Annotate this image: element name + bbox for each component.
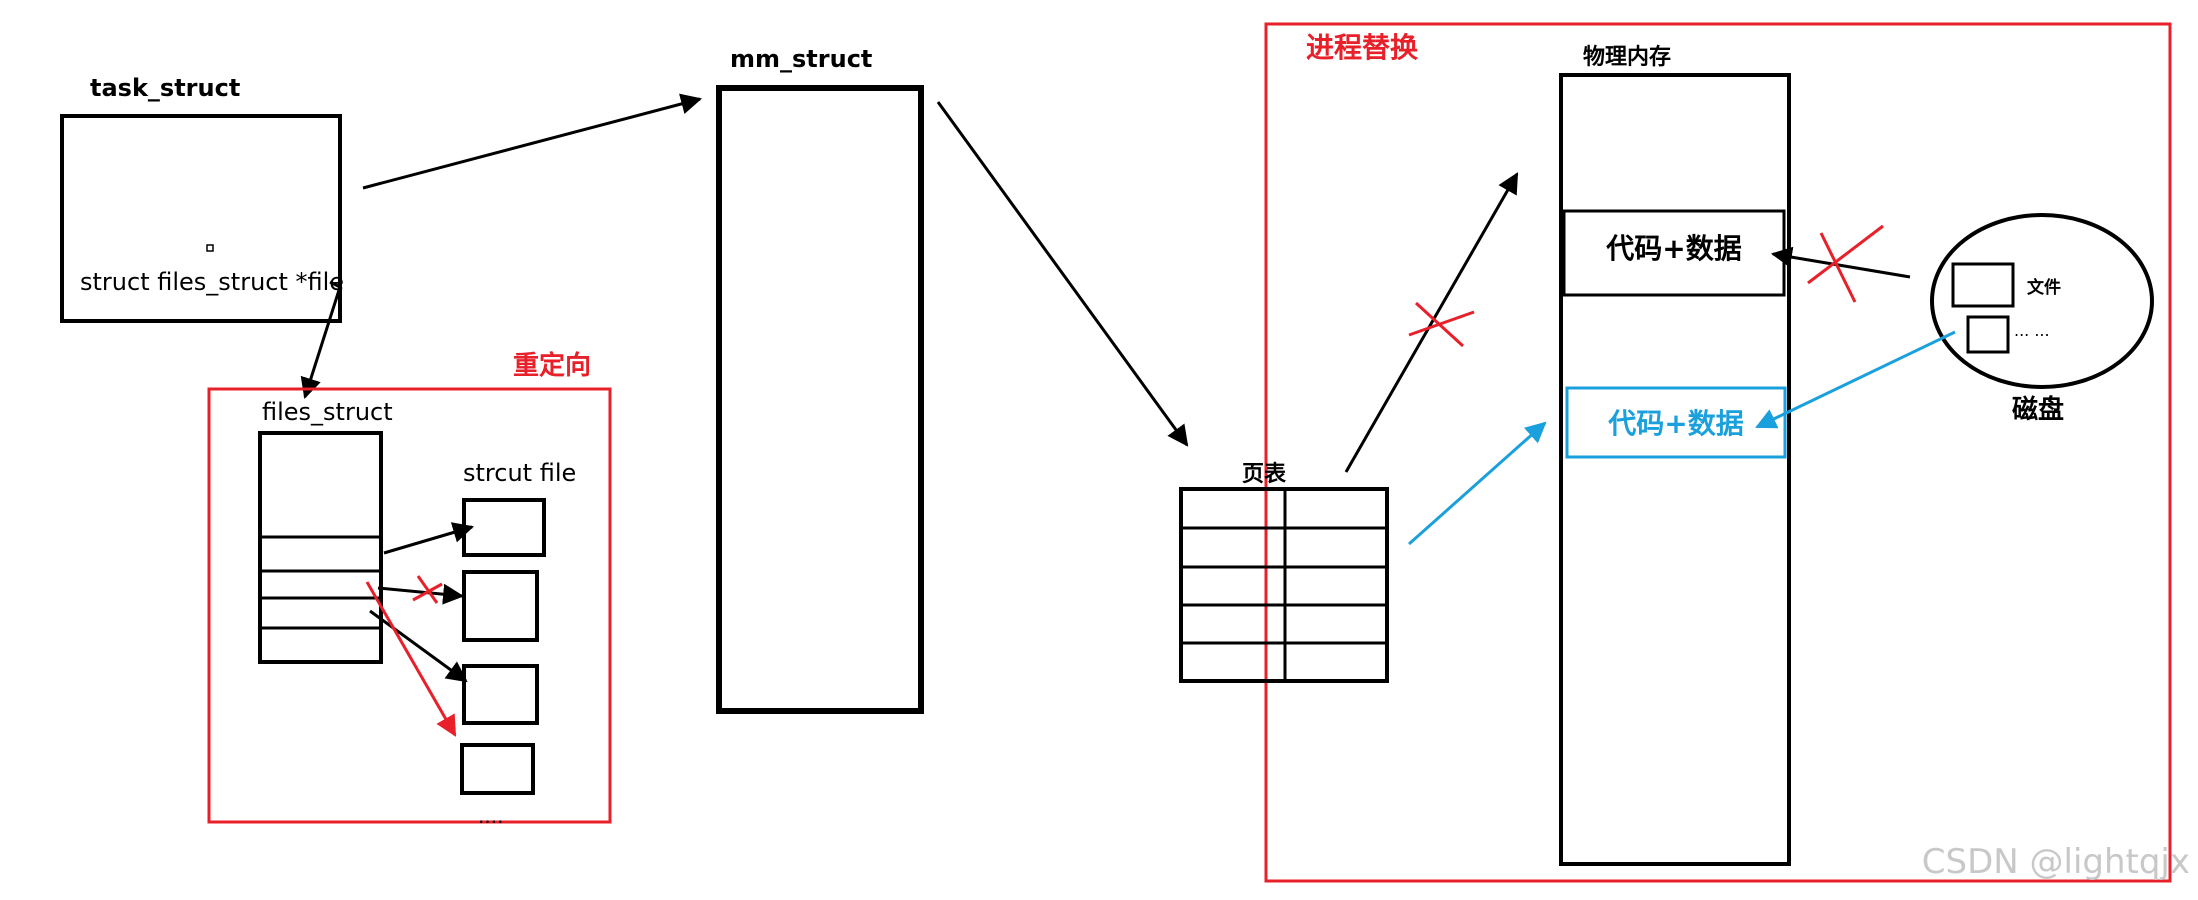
files-struct-title: files_struct [262,398,393,426]
redirect-title: 重定向 [513,350,591,381]
struct-file-title: strcut file [463,459,576,487]
code-data-block-new [1565,386,1787,459]
physical-memory-title: 物理内存 [1583,44,1671,70]
arrow-file-to-files-struct [300,280,342,400]
arrow-disk-to-new-memory [1755,330,1956,429]
arrow-task-to-mm [362,93,703,190]
cross-mark-icon [1408,301,1475,348]
cross-mark-icon [412,575,443,604]
task-struct-title: task_struct [90,74,240,102]
struct-file-box-2 [462,570,539,642]
arrow-page-to-old-memory [1344,172,1519,473]
small-marker [206,244,214,252]
redirect-region [207,387,612,824]
watermark: CSDN @lightqjx [1922,842,2190,882]
struct-file-box-3 [462,664,539,725]
process-replace-title: 进程替换 [1306,31,1419,64]
page-table-title: 页表 [1242,462,1287,487]
code-data-label-new: 代码+数据 [1607,407,1743,440]
process-replace-region [1264,22,2172,883]
struct-file-ellipsis: .... [478,804,503,828]
mm-struct-box [716,85,924,714]
task-struct-box [60,114,342,323]
code-data-label-old: 代码+数据 [1605,232,1741,265]
page-table [1179,487,1389,683]
arrow-fd-to-file-3 [369,609,468,683]
disk-other-box [1966,315,2010,354]
arrow-disk-to-old-memory [1770,246,1911,279]
arrow-fd-to-file-2 [377,583,465,605]
disk-ellipse [1930,213,2154,389]
arrow-redirect-red [365,581,457,737]
disk-more-label: ... ... [2014,321,2050,340]
mm-struct-title: mm_struct [730,45,872,73]
disk-file-label: 文件 [2027,277,2061,298]
physical-memory-box [1559,73,1791,866]
struct-file-box-4 [460,743,535,795]
disk-title: 磁盘 [2012,394,2064,425]
arrow-fd-to-file-1 [383,522,475,555]
struct-file-box-1 [462,498,546,557]
arrow-mm-to-page-table [936,101,1189,447]
files-pointer-field: struct files_struct *file [80,268,344,296]
files-struct-table [258,431,383,664]
cross-mark-icon [1807,224,1884,303]
disk-file-box [1951,262,2015,308]
arrow-page-to-new-memory [1408,421,1547,546]
